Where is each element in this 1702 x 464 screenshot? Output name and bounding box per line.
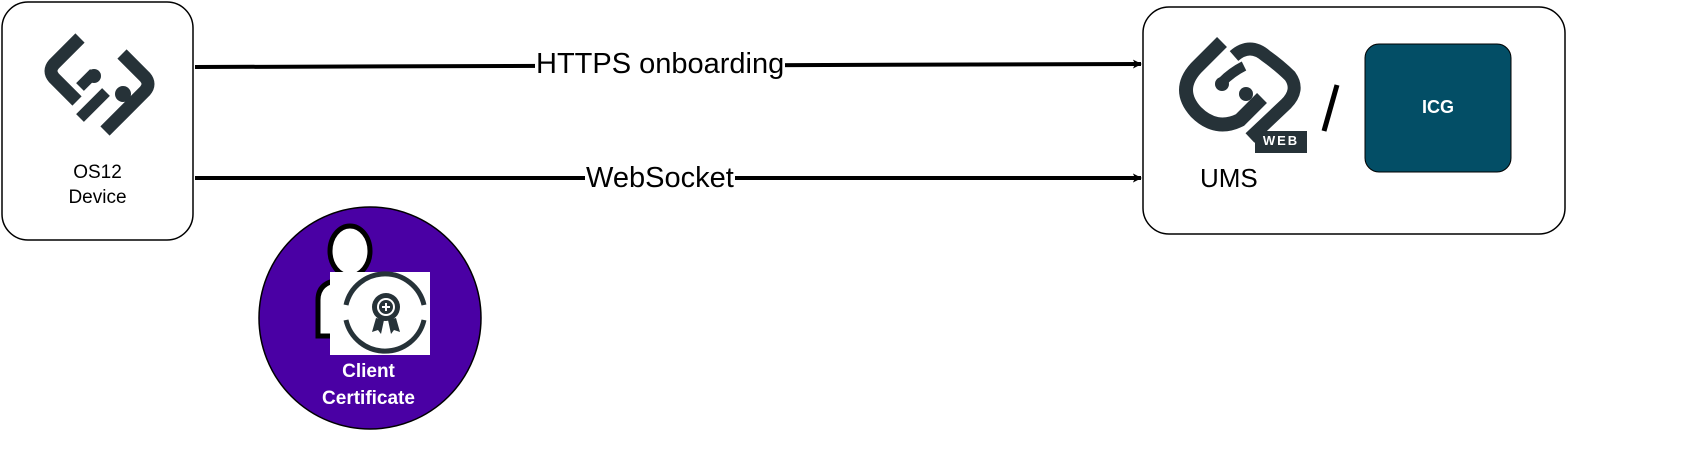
separator-slash [1321, 84, 1340, 132]
certificate-badge-icon [330, 271, 430, 355]
icg-label: ICG [1421, 97, 1454, 117]
os12-logo-icon [44, 33, 155, 136]
client-certificate-label-line2: Certificate [322, 388, 415, 409]
ums-label: UMS [1200, 163, 1258, 193]
device-label-line1: OS12 [73, 162, 122, 183]
device-label-line2: Device [68, 187, 127, 208]
ums-web-badge-text: WEB [1262, 133, 1300, 148]
edge-label-https-onboarding: HTTPS onboarding [535, 48, 786, 80]
ums-web-logo-icon [1179, 37, 1307, 153]
device-label: OS12 Device [40, 160, 155, 210]
icg-node [1364, 43, 1512, 173]
client-certificate-label: Client Certificate [300, 358, 437, 412]
edge-label-websocket: WebSocket [585, 162, 735, 194]
client-certificate-label-line1: Client [342, 361, 395, 382]
